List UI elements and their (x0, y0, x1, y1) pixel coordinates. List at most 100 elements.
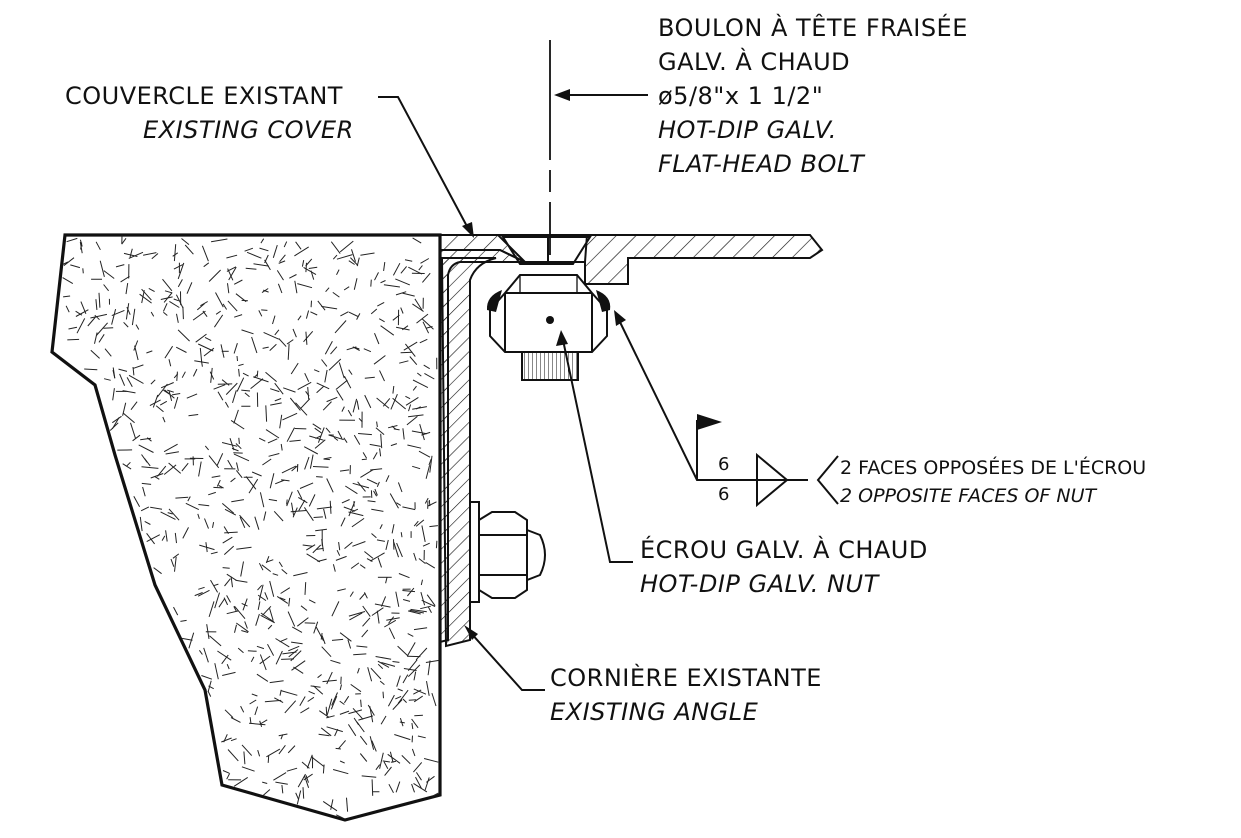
aggregate-stroke (318, 675, 322, 678)
aggregate-stroke (295, 281, 297, 293)
aggregate-stroke (402, 591, 415, 592)
aggregate-stroke (393, 700, 402, 710)
aggregate-stroke (121, 276, 130, 282)
aggregate-stroke (424, 759, 438, 763)
aggregate-stroke (116, 265, 124, 267)
aggregate-stroke (214, 385, 226, 390)
aggregate-stroke (332, 601, 339, 616)
aggregate-stroke (394, 735, 410, 740)
aggregate-stroke (163, 417, 165, 422)
aggregate-stroke (287, 768, 297, 771)
aggregate-stroke (113, 388, 115, 400)
aggregate-stroke (413, 762, 421, 772)
aggregate-stroke (252, 337, 257, 353)
aggregate-stroke (429, 500, 430, 506)
aggregate-stroke (127, 377, 132, 386)
aggregate-stroke (429, 526, 438, 527)
aggregate-stroke (362, 776, 377, 777)
aggregate-stroke (354, 435, 360, 445)
aggregate-stroke (414, 628, 427, 630)
aggregate-stroke (310, 312, 317, 315)
aggregate-stroke (155, 477, 159, 480)
aggregate-stroke (209, 601, 214, 617)
aggregate-stroke (122, 238, 126, 244)
aggregate-stroke (390, 752, 393, 763)
aggregate-stroke (236, 580, 248, 582)
aggregate-stroke (340, 701, 345, 704)
aggregate-stroke (408, 634, 414, 637)
aggregate-stroke (412, 749, 415, 756)
aggregate-stroke (232, 448, 239, 451)
aggregate-stroke (239, 369, 240, 377)
aggregate-stroke (96, 299, 97, 310)
aggregate-stroke (95, 333, 98, 344)
aggregate-stroke (333, 255, 337, 259)
aggregate-stroke (124, 322, 129, 327)
aggregate-stroke (166, 452, 179, 454)
aggregate-stroke (105, 349, 111, 357)
aggregate-stroke (246, 476, 256, 489)
aggregate-stroke (228, 750, 238, 761)
aggregate-stroke (249, 723, 265, 724)
aggregate-stroke (270, 403, 282, 405)
aggregate-stroke (364, 349, 371, 352)
aggregate-stroke (426, 465, 430, 479)
aggregate-stroke (317, 507, 332, 509)
aggregate-stroke (333, 292, 340, 297)
aggregate-stroke (296, 403, 308, 416)
aggregate-stroke (164, 444, 178, 452)
aggregate-stroke (174, 397, 177, 409)
concrete-section (52, 235, 440, 820)
aggregate-stroke (185, 245, 193, 254)
aggregate-stroke (326, 707, 327, 716)
aggregate-stroke (413, 380, 428, 388)
aggregate-stroke (256, 614, 260, 626)
aggregate-stroke (197, 304, 204, 310)
aggregate-stroke (306, 311, 308, 319)
aggregate-stroke (287, 428, 294, 442)
aggregate-stroke (377, 302, 384, 306)
aggregate-stroke (259, 563, 263, 570)
aggregate-stroke (305, 457, 309, 469)
aggregate-stroke (270, 581, 274, 597)
aggregate-stroke (415, 299, 423, 311)
aggregate-stroke (363, 606, 371, 617)
aggregate-stroke (172, 394, 180, 395)
aggregate-stroke (169, 301, 179, 307)
aggregate-stroke (427, 595, 435, 606)
aggregate-stroke (423, 543, 430, 546)
aggregate-stroke (63, 296, 70, 297)
aggregate-stroke (361, 700, 362, 707)
aggregate-stroke (199, 650, 202, 654)
aggregate-stroke (244, 752, 245, 765)
aggregate-stroke (198, 587, 204, 589)
aggregate-stroke (340, 711, 349, 714)
aggregate-stroke (301, 606, 307, 611)
aggregate-stroke (421, 592, 425, 605)
aggregate-stroke (417, 314, 429, 323)
aggregate-stroke (70, 265, 80, 268)
aggregate-stroke (259, 438, 265, 441)
aggregate-stroke (282, 413, 297, 420)
aggregate-stroke (327, 727, 343, 732)
aggregate-stroke (391, 444, 397, 446)
aggregate-stroke (329, 359, 341, 370)
aggregate-stroke (368, 667, 372, 681)
aggregate-stroke (242, 745, 252, 756)
aggregate-stroke (403, 699, 407, 703)
aggregate-stroke (379, 319, 384, 322)
aggregate-stroke (204, 648, 209, 662)
aggregate-stroke (275, 480, 284, 484)
aggregate-stroke (395, 696, 401, 699)
aggregate-stroke (414, 672, 416, 681)
aggregate-stroke (215, 593, 220, 609)
aggregate-stroke (212, 476, 221, 478)
aggregate-stroke (255, 517, 259, 530)
aggregate-stroke (293, 573, 307, 576)
aggregate-stroke (236, 470, 242, 477)
weld-size-top: 6 (718, 454, 729, 475)
aggregate-stroke (371, 509, 383, 511)
aggregate-stroke (174, 607, 178, 615)
aggregate-stroke (308, 387, 309, 399)
aggregate-stroke (417, 373, 421, 376)
